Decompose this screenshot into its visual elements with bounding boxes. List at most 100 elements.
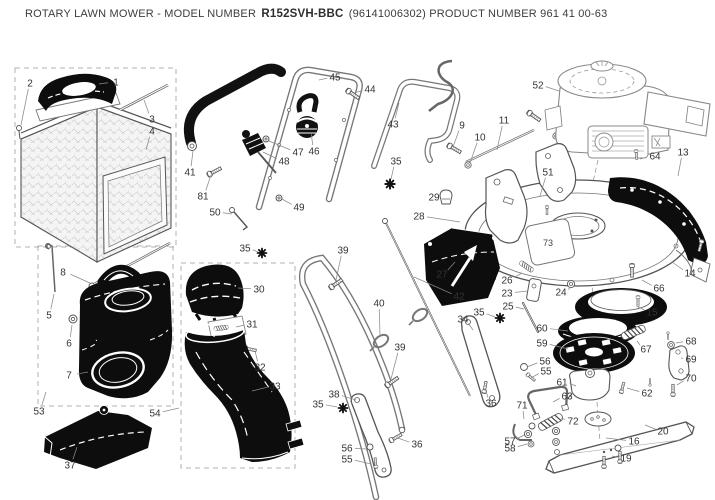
leader-line: [222, 212, 233, 215]
part-number-label: 11: [499, 116, 510, 127]
leader-line: [72, 446, 78, 460]
leader-line: [254, 350, 258, 362]
part-number-label: 70: [685, 374, 697, 385]
leader-line: [318, 77, 328, 81]
part-number-label: 54: [149, 409, 161, 420]
brake-lever-34: [460, 315, 501, 408]
leader-line: [644, 424, 656, 430]
leader-line: [526, 362, 538, 368]
leader-line: [205, 174, 212, 191]
bag-pin: [16, 125, 22, 131]
bag-frame-assembly: [45, 241, 173, 399]
deck-bracket-front: [484, 169, 528, 244]
leader-line: [560, 417, 566, 420]
part-number-label: 8: [60, 268, 66, 279]
leader-line: [335, 255, 342, 281]
leader-line: [354, 447, 367, 450]
part-number-label: 81: [197, 192, 209, 203]
part-number-label: 23: [501, 289, 513, 300]
leader-line: [20, 88, 29, 126]
part-number-label: 30: [253, 285, 265, 296]
leader-line: [517, 443, 528, 447]
leader-line: [162, 407, 180, 413]
part-number-label: 36: [411, 440, 423, 451]
part-number-label: 36: [485, 399, 497, 410]
leader-line: [515, 306, 525, 310]
leader-line: [41, 391, 47, 406]
part-number-label: 40: [373, 299, 385, 310]
leader-line: [281, 198, 292, 205]
leader-line: [378, 308, 381, 337]
part-number-label: 7: [66, 371, 72, 382]
leader-line: [390, 166, 395, 180]
leader-line: [469, 142, 478, 164]
leader-line: [636, 340, 641, 346]
cap-29: [439, 189, 453, 205]
part-number-label: 68: [685, 337, 697, 348]
brake-lever-38: [350, 393, 392, 478]
part-number-label: 20: [657, 427, 669, 438]
part-number-label: 49: [293, 203, 305, 214]
leader-line: [143, 99, 150, 114]
part-number-label: 62: [641, 389, 653, 400]
part-number-label: 55: [540, 367, 552, 378]
part-number-label: 10: [474, 133, 486, 144]
part-number-label: 56: [539, 357, 551, 368]
leader-line: [605, 437, 627, 441]
leader-line: [539, 177, 546, 197]
part-number-label: 53: [33, 407, 45, 418]
chute-cap: [185, 264, 244, 317]
blade-adapter-61: [565, 368, 611, 401]
part-number-label: 13: [677, 148, 689, 159]
part-number-label: 34: [457, 315, 469, 326]
leader-line: [325, 404, 338, 408]
part-number-label: 47: [292, 148, 304, 159]
leader-line: [397, 437, 410, 443]
leader-line: [514, 272, 523, 278]
control-lever: [296, 93, 319, 138]
part-number-label: 63: [561, 392, 573, 403]
leader-line: [98, 82, 109, 85]
leader-line: [70, 273, 91, 284]
part-number-label: 14: [684, 269, 696, 280]
leader-line: [641, 279, 652, 286]
part-number-label: 28: [413, 212, 425, 223]
discharge-deflector: [424, 189, 576, 333]
leader-line: [468, 323, 474, 331]
leader-line: [675, 341, 684, 344]
leader-line: [413, 276, 452, 295]
leader-line: [522, 410, 525, 420]
part-number-label: 56: [341, 444, 353, 455]
engine: [544, 60, 711, 443]
leader-line: [237, 287, 252, 290]
part-number-label: 59: [536, 339, 548, 350]
leader-line: [69, 324, 73, 338]
part-number-label: 55: [341, 455, 353, 466]
part-number-label: 32: [254, 363, 266, 374]
part-number-label: 35: [473, 308, 485, 319]
part-number-label: 71: [516, 401, 528, 412]
leader-line: [354, 459, 372, 465]
title-prefix: ROTARY LAWN MOWER - MODEL NUMBER: [25, 8, 257, 20]
part-number-label: 41: [184, 168, 196, 179]
part-number-label: 45: [329, 73, 341, 84]
part-number-label: 5: [46, 311, 52, 322]
leader-line: [486, 313, 496, 318]
leader-line: [496, 125, 503, 151]
leader-line: [341, 395, 357, 401]
leader-line: [568, 287, 571, 290]
part-number-label: 27: [436, 270, 448, 281]
handle-assembly: [183, 59, 506, 500]
leader-line: [637, 306, 645, 311]
part-number-label: 35: [239, 244, 251, 255]
part-number-label: 26: [501, 276, 513, 287]
part-number-label: 25: [502, 302, 514, 313]
grass-container: [78, 264, 173, 399]
leader-line: [552, 398, 560, 403]
leader-line: [611, 455, 619, 458]
leader-line: [569, 383, 577, 387]
part-number-label: 69: [685, 355, 697, 366]
part-number-label: 2: [27, 79, 33, 90]
leader-line: [447, 261, 456, 271]
